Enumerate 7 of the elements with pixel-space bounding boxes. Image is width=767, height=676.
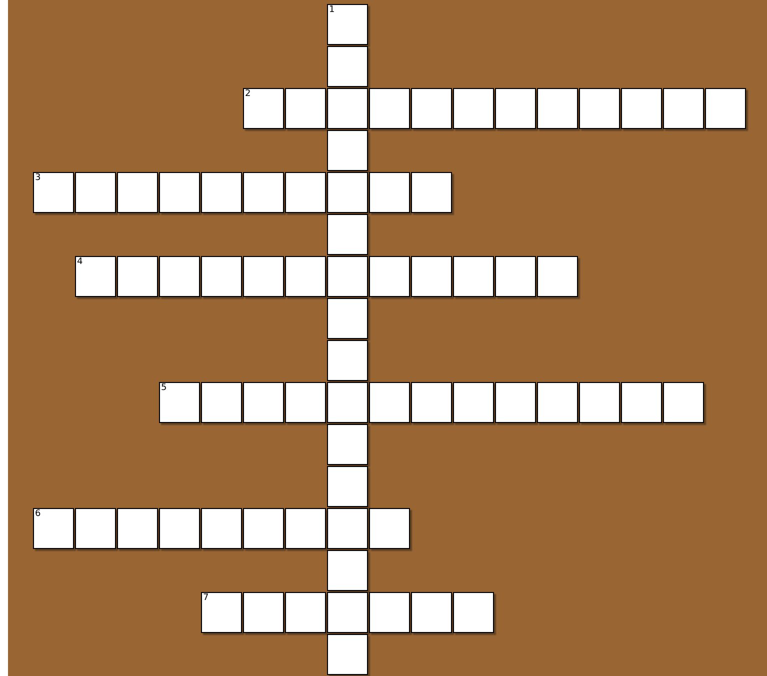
clue-number: 3 [35, 173, 41, 183]
clue-number: 6 [35, 509, 41, 519]
clue-number: 5 [161, 383, 167, 393]
clue-number: 1 [329, 5, 335, 15]
clue-number: 2 [245, 89, 251, 99]
clue-number: 4 [77, 257, 83, 267]
clue-number: 7 [203, 593, 209, 603]
